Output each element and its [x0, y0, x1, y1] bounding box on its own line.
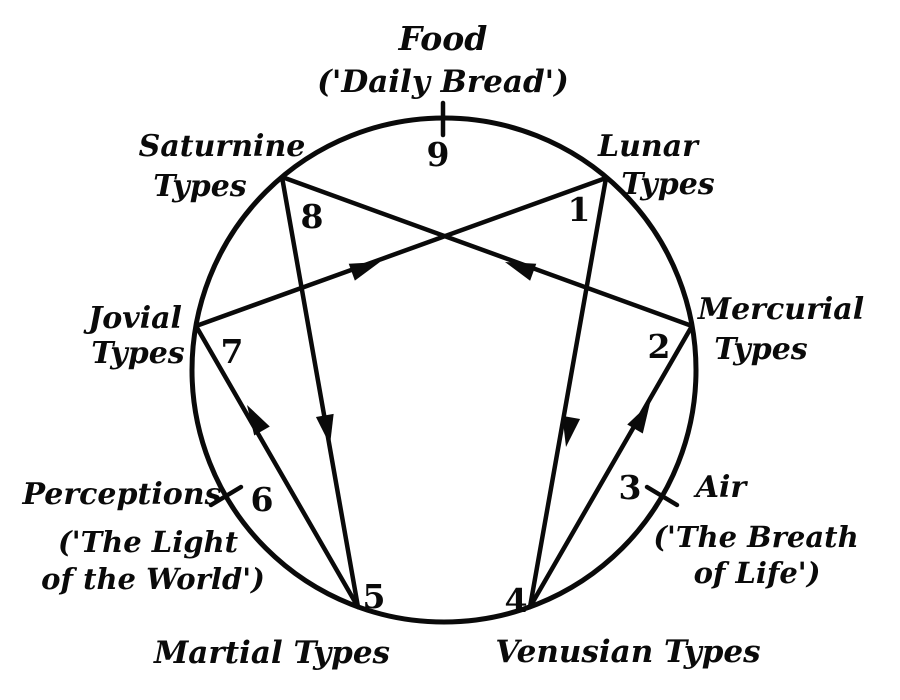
chord-8-to-5: [279, 174, 361, 610]
point-6-label-line1: Perceptions: [22, 477, 222, 512]
arrowhead-8-to-5: [315, 413, 334, 445]
chord-1-to-4: [527, 175, 609, 610]
point-8-label-line2: Types: [153, 169, 247, 204]
point-2-label-line2: Types: [714, 332, 808, 367]
point-9-label-line1: Food: [398, 19, 488, 58]
point-1-label-line2: Types: [621, 167, 715, 202]
point-7-number: 7: [221, 332, 244, 371]
point-6-number: 6: [251, 480, 274, 519]
point-2-number: 2: [648, 327, 671, 366]
chord-4-to-2: [527, 323, 695, 610]
point-4-number: 4: [505, 581, 528, 620]
point-6-label-line3: of the World'): [41, 562, 265, 596]
arrowhead-7-to-1: [348, 262, 380, 281]
point-1-number: 1: [568, 190, 591, 229]
tick-point-6: [208, 484, 244, 508]
arrowhead-5-to-7: [247, 405, 270, 436]
point-6-label-line2: ('The Light: [58, 525, 239, 559]
arrowhead-4-to-2: [627, 403, 650, 434]
point-8-number: 8: [301, 197, 324, 236]
point-9-label-line2: ('Daily Bread'): [317, 64, 569, 100]
point-7-label-line2: Types: [91, 336, 185, 371]
point-3-number: 3: [619, 468, 642, 507]
chord-2-to-8: [279, 174, 695, 329]
point-3-label-line3: of Life'): [694, 556, 821, 590]
point-5-number: 5: [363, 577, 386, 616]
point-9-number: 9: [427, 135, 450, 174]
arrowhead-2-to-8: [505, 262, 537, 281]
point-8-label-line1: Saturnine: [139, 129, 306, 164]
point-5-label-line1: Martial Types: [153, 635, 390, 671]
point-1-label-line1: Lunar: [597, 129, 700, 164]
point-4-label-line1: Venusian Types: [495, 634, 760, 670]
chord-5-to-7: [193, 323, 361, 610]
tick-point-3: [644, 484, 680, 508]
arrowhead-1-to-4: [562, 415, 581, 447]
point-7-label-line1: Jovial: [83, 301, 182, 336]
point-3-label-line1: Air: [693, 470, 749, 505]
point-2-label-line1: Mercurial: [697, 292, 864, 327]
chord-7-to-1: [193, 175, 609, 329]
point-3-label-line2: ('The Breath: [653, 520, 858, 554]
